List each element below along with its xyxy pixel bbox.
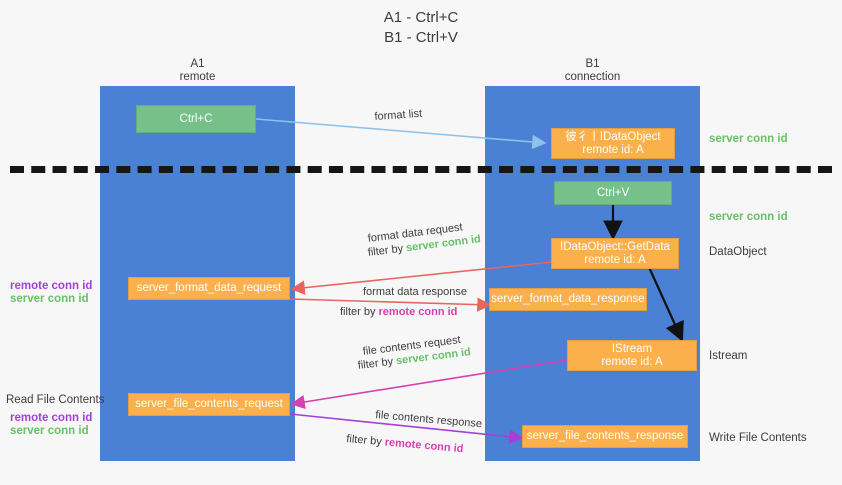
box-istream-line-2: remote id: A	[601, 355, 663, 368]
box-istream-line-1: IStream	[611, 342, 653, 355]
filter-by-text-2: filter by	[340, 306, 376, 318]
filter-value-remote-conn-id-2: remote conn id	[384, 436, 464, 456]
right-label-server-conn-id-1: server conn id	[709, 133, 788, 145]
box-ctrl-v[interactable]: Ctrl+V	[554, 181, 672, 205]
edge-label-filter-remote-conn-id-2: filter by remote conn id	[346, 432, 464, 457]
title-line-1: A1 - Ctrl+C	[383, 9, 459, 26]
right-label-istream: Istream	[709, 350, 748, 362]
left-label-remote-conn-id-2: remote conn id	[10, 412, 93, 424]
edge-label-filter-remote-conn-id-1: filter by remote conn id	[340, 305, 457, 320]
box-server-file-contents-response[interactable]: server_file_contents_response	[522, 425, 688, 448]
left-label-read-file-contents: Read File Contents	[6, 394, 105, 406]
box-ctrl-c-label: Ctrl+C	[179, 112, 213, 125]
box-server-format-data-request[interactable]: server_format_data_request	[128, 277, 290, 300]
page-title: A1 - Ctrl+C B1 - Ctrl+V	[0, 8, 842, 48]
box-idataobject-line-1: 彼彳丨IDataObject	[565, 130, 661, 143]
box-idataobject-getdata[interactable]: IDataObject::GetData remote id: A	[551, 238, 679, 269]
box-idataobject-line-2: remote id: A	[582, 143, 644, 156]
box-server-format-data-response[interactable]: server_format_data_response	[489, 288, 647, 311]
box-server-file-contents-request-label: server_file_contents_request	[135, 398, 283, 410]
filter-by-text-1: filter by	[367, 242, 404, 259]
box-idataobject[interactable]: 彼彳丨IDataObject remote id: A	[551, 128, 675, 159]
edge-label-file-contents-response: file contents response	[374, 408, 483, 431]
filter-value-remote-conn-id-1: remote conn id	[378, 306, 458, 318]
column-b1-sub: connection	[564, 71, 621, 83]
column-a1-name: A1	[190, 58, 205, 70]
dashed-divider	[10, 166, 832, 173]
edge-label-format-data-response: format data response	[363, 286, 467, 298]
box-server-file-contents-response-label: server_file_contents_response	[526, 430, 684, 442]
filter-by-text-4: filter by	[345, 432, 383, 449]
box-server-format-data-response-label: server_format_data_response	[491, 293, 645, 305]
box-getdata-line-2: remote id: A	[584, 253, 646, 266]
right-label-server-conn-id-2: server conn id	[709, 211, 788, 223]
box-getdata-line-1: IDataObject::GetData	[560, 240, 670, 253]
left-label-server-conn-id-2: server conn id	[10, 425, 89, 437]
right-label-write-file-contents: Write File Contents	[709, 432, 807, 444]
left-label-server-conn-id-1: server conn id	[10, 293, 89, 305]
edge-label-format-list: format list	[374, 107, 423, 123]
filter-by-text-3: filter by	[357, 355, 394, 372]
box-istream[interactable]: IStream remote id: A	[567, 340, 697, 371]
column-b1-name: B1	[585, 58, 600, 70]
box-ctrl-c[interactable]: Ctrl+C	[136, 105, 256, 133]
box-server-format-data-request-label: server_format_data_request	[136, 282, 282, 294]
box-ctrl-v-label: Ctrl+V	[596, 186, 630, 199]
column-header-a1: A1 remote	[100, 58, 295, 84]
box-server-file-contents-request[interactable]: server_file_contents_request	[128, 393, 290, 416]
column-a1-sub: remote	[179, 71, 216, 83]
title-line-2: B1 - Ctrl+V	[384, 29, 458, 46]
left-label-remote-conn-id-1: remote conn id	[10, 280, 93, 292]
right-label-dataobject: DataObject	[709, 246, 767, 258]
column-header-b1: B1 connection	[485, 58, 700, 84]
